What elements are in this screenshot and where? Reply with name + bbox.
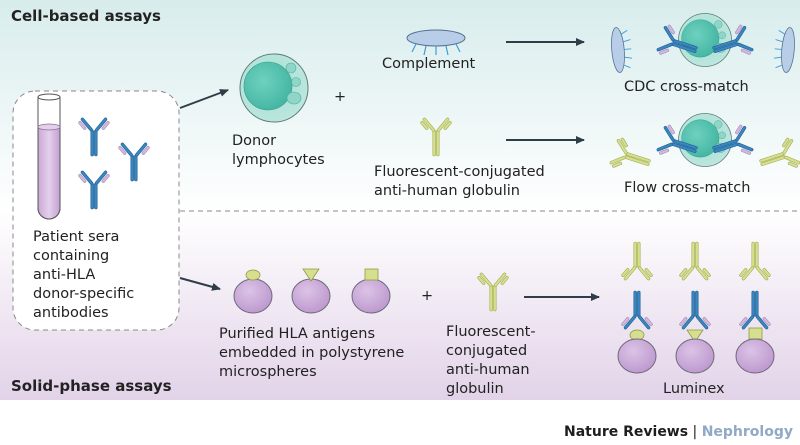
fluorescent-globulin-label: Fluorescent-conjugated anti-human globul…	[374, 164, 545, 199]
credit-journal: Nature Reviews	[564, 424, 688, 440]
credit-line: Nature Reviews | Nephrology	[564, 424, 793, 440]
complement-label: Complement	[382, 56, 476, 72]
svg-text:Fluorescent-conjugated: Fluorescent-conjugated	[374, 164, 545, 180]
svg-text:globulin: globulin	[446, 381, 504, 397]
svg-text:anti-HLA: anti-HLA	[33, 267, 95, 283]
arrow-to-lymphocytes	[179, 89, 229, 109]
solid-phase-heading: Solid-phase assays	[11, 377, 172, 395]
flow-crossmatch-label: Flow cross-match	[624, 180, 750, 196]
svg-text:anti-human: anti-human	[446, 362, 530, 378]
fluorescent-globulin-label-bottom: Fluorescent- conjugated anti-human globu…	[446, 324, 536, 397]
svg-text:antibodies: antibodies	[33, 305, 109, 321]
patient-sera-label: Patient sera containing anti-HLA donor-s…	[33, 229, 134, 321]
credit-subject: Nephrology	[702, 424, 793, 440]
svg-text:lymphocytes: lymphocytes	[232, 152, 325, 168]
svg-text:Patient sera: Patient sera	[33, 229, 119, 245]
plus-sign: +	[334, 89, 346, 105]
luminex-label: Luminex	[663, 381, 725, 397]
svg-text:Purified HLA antigens: Purified HLA antigens	[219, 326, 375, 342]
lymphocyte-icon	[239, 53, 309, 123]
cell-based-heading: Cell-based assays	[11, 7, 161, 25]
svg-text:Donor: Donor	[232, 133, 276, 149]
donor-lymphocytes-label: Donor lymphocytes	[232, 133, 325, 168]
credit-separator: |	[688, 424, 702, 440]
cdc-crossmatch-label: CDC cross-match	[624, 79, 749, 95]
svg-text:donor-specific: donor-specific	[33, 286, 134, 302]
beads-label: Purified HLA antigens embedded in polyst…	[219, 326, 404, 380]
svg-text:anti-human globulin: anti-human globulin	[374, 183, 520, 199]
antigen-bead-triangle	[291, 268, 331, 314]
svg-text:embedded in polystyrene: embedded in polystyrene	[219, 345, 404, 361]
svg-text:containing: containing	[33, 248, 109, 264]
antigen-bead-square	[351, 268, 391, 314]
luminex-stack-square	[735, 241, 775, 374]
arrow-to-beads	[179, 277, 221, 291]
antigen-bead-oval	[233, 269, 273, 314]
svg-text:microspheres: microspheres	[219, 364, 317, 380]
luminex-stack-oval	[617, 241, 657, 374]
plus-sign: +	[421, 288, 433, 304]
luminex-stack-triangle	[675, 241, 715, 374]
test-tube-icon	[37, 93, 61, 220]
svg-text:Fluorescent-: Fluorescent-	[446, 324, 536, 340]
svg-text:conjugated: conjugated	[446, 343, 527, 359]
